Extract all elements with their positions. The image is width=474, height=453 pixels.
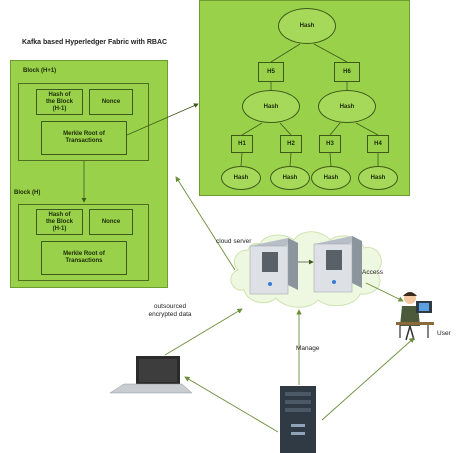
block-bottom-frame	[18, 204, 149, 281]
block-top-hash-prev: Hash of the Block (H-1)	[36, 89, 83, 115]
tree-root-hash: Hash	[278, 8, 336, 44]
outsourced-label: outsourced encrypted data	[148, 303, 192, 318]
laptop-icon	[109, 356, 193, 394]
block-top-frame	[18, 83, 149, 161]
tree-node-h4: H4	[367, 135, 389, 153]
block-bottom-merkle-root: Merkle Root of Transactions	[41, 241, 127, 275]
tree-leaf-hash-1: Hash	[221, 166, 261, 190]
server-to-user-arrow	[321, 337, 415, 421]
access-label: Access	[362, 269, 383, 276]
server-icon	[249, 238, 298, 295]
server-icon	[313, 236, 362, 293]
block-bottom-nonce: Nonce	[89, 209, 133, 235]
cloud-to-blockchain-arrow	[175, 176, 236, 271]
access-arrow	[365, 282, 404, 302]
tower-server-icon	[280, 386, 316, 453]
tree-node-h2: H2	[280, 135, 302, 153]
tree-node-h6: H6	[334, 62, 360, 82]
block-top-label: Block (H+1)	[23, 68, 57, 74]
block-top-merkle-root: Merkle Root of Transactions	[41, 121, 127, 155]
tree-node-h5: H5	[258, 62, 284, 82]
laptop-to-cloud-arrow	[164, 308, 243, 356]
tree-hash-left: Hash	[242, 90, 300, 123]
tree-leaf-hash-3: Hash	[311, 166, 351, 190]
block-bottom-hash-prev: Hash of the Block (H-1)	[36, 209, 83, 235]
tree-hash-right: Hash	[318, 90, 376, 123]
user-icon	[396, 292, 434, 341]
cloud-server-label: cloud server	[216, 238, 252, 245]
tree-leaf-hash-2: Hash	[270, 166, 310, 190]
manage-label: Manage	[296, 345, 320, 352]
block-top-nonce: Nonce	[89, 89, 133, 115]
tree-leaf-hash-4: Hash	[358, 166, 398, 190]
diagram-title: Kafka based Hyperledger Fabric with RBAC	[22, 39, 168, 46]
tree-node-h1: H1	[231, 135, 253, 153]
merkle-to-tree-arrow	[126, 103, 199, 136]
tree-node-h3: H3	[319, 135, 341, 153]
block-bottom-label: Block (H)	[14, 190, 41, 196]
flow-arrows	[164, 176, 415, 433]
tree-edges	[240, 43, 379, 167]
server-to-laptop-arrow	[184, 376, 279, 433]
user-label: User	[437, 330, 451, 337]
